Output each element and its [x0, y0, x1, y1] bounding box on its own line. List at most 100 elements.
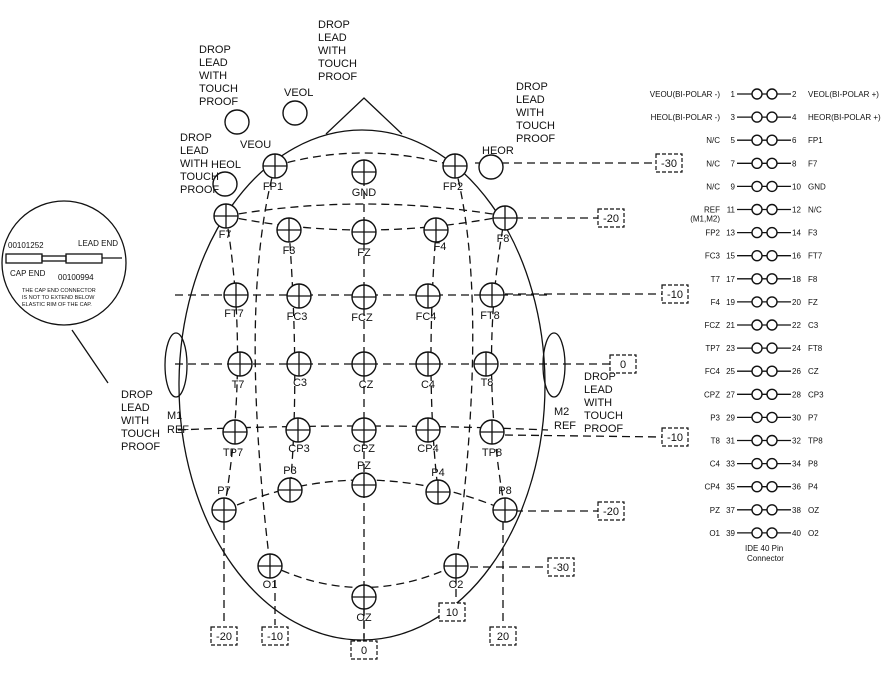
drop-lead-note-line: WITH: [584, 397, 612, 409]
offset-marker-box: [438, 602, 466, 622]
connector-right-pin: 6: [792, 136, 797, 145]
electrode-label: O1: [263, 579, 278, 591]
drop-lead-note-line: LEAD: [318, 32, 347, 44]
connector-left-label: FC4: [705, 367, 721, 376]
connector-right-label: CZ: [808, 367, 819, 376]
connector-pin-right: [766, 273, 778, 285]
electrode-t7: T7: [227, 351, 253, 391]
connector-right-label: FP1: [808, 136, 823, 145]
electrode-f8: F8: [492, 205, 518, 245]
drop-lead-note-line: TOUCH: [584, 410, 623, 422]
offset-marker: -10: [261, 626, 289, 646]
connector-pin-right: [766, 481, 778, 493]
connector-pin-left: [751, 273, 763, 285]
connector-left-label: HEOL(BI-POLAR -): [651, 113, 721, 122]
connector-pin-left: [751, 157, 763, 170]
connector-pin-right: [766, 88, 778, 100]
veol-label: VEOL: [284, 87, 313, 99]
electrode-fz: FZ: [351, 219, 377, 259]
offset-marker: 20: [489, 626, 517, 646]
connector-left-label: N/C: [706, 182, 720, 191]
connector-right-label: OZ: [808, 506, 819, 515]
connector-right-label: F8: [808, 275, 818, 284]
connector-right-label: F3: [808, 229, 818, 238]
connector-left-label: T7: [711, 275, 721, 284]
connector-pin-left: [751, 342, 763, 354]
offset-marker-box: [655, 153, 683, 173]
drop-lead-note-line: PROOF: [121, 441, 160, 453]
connector-right-pin: 16: [792, 252, 801, 261]
drop-lead-note-line: TOUCH: [516, 120, 555, 132]
offset-leader-lines: [223, 162, 663, 638]
drop-lead-note-line: LEAD: [516, 94, 545, 106]
connector-pin-right: [766, 111, 778, 123]
electrode-c3: C3: [286, 351, 312, 389]
connector-left-label: REF: [704, 206, 720, 215]
offset-marker: -10: [661, 284, 689, 304]
electrode-o2: O2: [443, 553, 469, 591]
offset-marker-box: [210, 626, 238, 646]
connector-right-pin: 14: [792, 229, 801, 238]
connector-pin-left: [751, 457, 763, 470]
m1-label: M1: [167, 410, 182, 422]
drop-lead-note-line: PROOF: [180, 184, 219, 196]
electrode-label: P7: [217, 485, 230, 497]
connector-left-pin: 27: [726, 390, 735, 399]
connector-left-label: PZ: [710, 506, 720, 515]
connector-pin-left: [751, 111, 763, 123]
electrode-label: FC4: [416, 311, 437, 323]
connector-left-label: N/C: [706, 159, 720, 168]
offset-marker: -20: [597, 501, 625, 521]
drop-lead-note-line: LEAD: [584, 384, 613, 396]
drop-lead-note-line: WITH: [516, 107, 544, 119]
connector-pin-left: [751, 134, 763, 146]
left-ear: [164, 332, 188, 398]
offset-marker-value: -20: [603, 506, 619, 518]
electrode-oz: OZ: [351, 584, 377, 624]
connector-pin-left: [751, 249, 763, 262]
connector-right-pin: 26: [792, 367, 801, 376]
electrode-label: GND: [352, 187, 377, 199]
connector-left-label: VEOU(BI-POLAR -): [650, 90, 721, 99]
offset-marker: 0: [609, 354, 637, 374]
electrode-label: PZ: [357, 460, 371, 472]
connector-pin-left: [751, 296, 763, 308]
connector-right-label: FT7: [808, 252, 823, 261]
drop-lead-note-line: WITH: [121, 415, 149, 427]
drop-lead-note-line: PROOF: [584, 423, 623, 435]
drop-lead-note-line: DROP: [584, 371, 616, 383]
connector-right-label: VEOL(BI-POLAR +): [808, 90, 879, 99]
offset-marker: -20: [210, 626, 238, 646]
connector-right-label: P4: [808, 483, 818, 492]
connector-left-pin: 1: [731, 90, 736, 99]
m2-label: M2: [554, 406, 569, 418]
connector-left-pin: 13: [726, 229, 735, 238]
connector-right-pin: 22: [792, 321, 801, 330]
connector-left-label: C4: [710, 460, 721, 469]
connector-left-label: O1: [709, 529, 720, 538]
electrode-label: CP4: [417, 443, 438, 455]
electrode-label: TP7: [223, 447, 243, 459]
electrode-heor: [478, 154, 504, 180]
drop-lead-note-layer: DROPLEADWITHTOUCHPROOFDROPLEADWITHTOUCHP…: [121, 19, 623, 453]
connector-pin-left: [751, 365, 763, 377]
connector-pin-right: [766, 342, 778, 354]
electrode-label: T7: [232, 379, 245, 391]
connector-right-pin: 20: [792, 298, 801, 307]
connector-left-pin: 11: [727, 206, 736, 215]
offset-marker-box: [489, 626, 517, 646]
electrode-label: CZ: [359, 379, 374, 391]
offset-marker-box: [350, 640, 378, 660]
connector-pin-right: [766, 319, 778, 331]
